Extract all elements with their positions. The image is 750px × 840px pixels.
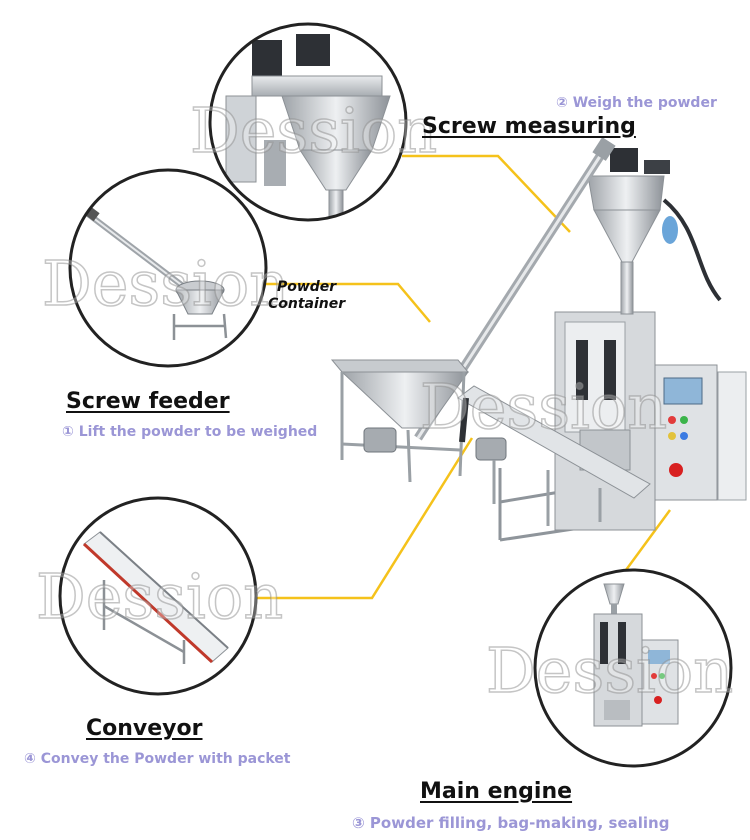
inset-circle-screw-measuring bbox=[208, 22, 408, 222]
leader-line-conveyor bbox=[256, 437, 474, 600]
conveyor-title: Conveyor bbox=[86, 716, 203, 741]
leader-line-screw-feeder bbox=[264, 282, 431, 323]
conveyor-step: ④ Convey the Powder with packet bbox=[24, 751, 291, 767]
main-engine-title: Main engine bbox=[420, 779, 573, 804]
screw-feeder-title: Screw feeder bbox=[66, 389, 230, 414]
inset-circle-main-engine bbox=[533, 568, 733, 768]
powder-container-line2: Container bbox=[268, 296, 346, 312]
leader-lines bbox=[256, 154, 672, 600]
powder-container-line1: Powder bbox=[276, 279, 337, 295]
main-engine-step: ③ Powder filling, bag-making, sealing bbox=[352, 814, 670, 832]
watermarks: Dession Dession Dession Dession Dession bbox=[35, 93, 734, 708]
screw-measuring-title: Screw measuring bbox=[422, 114, 636, 139]
watermark-1: Dession bbox=[190, 94, 437, 167]
watermark-3: Dession bbox=[420, 370, 667, 443]
packaging-machine-illustration bbox=[330, 137, 747, 542]
screw-measuring-step: ② Weigh the powder bbox=[556, 95, 717, 111]
watermark-2: Dession bbox=[42, 247, 289, 320]
screw-feeder-step: ① Lift the powder to be weighed bbox=[62, 424, 318, 440]
watermark-5: Dession bbox=[486, 634, 733, 707]
leader-line-main-engine bbox=[624, 509, 672, 571]
inset-circle-screw-feeder bbox=[68, 168, 268, 368]
watermark-4: Dession bbox=[36, 560, 283, 633]
leader-line-screw-measuring bbox=[402, 154, 571, 233]
powder-container-label: Powder Container bbox=[268, 279, 345, 313]
inset-circle-conveyor bbox=[58, 496, 258, 696]
